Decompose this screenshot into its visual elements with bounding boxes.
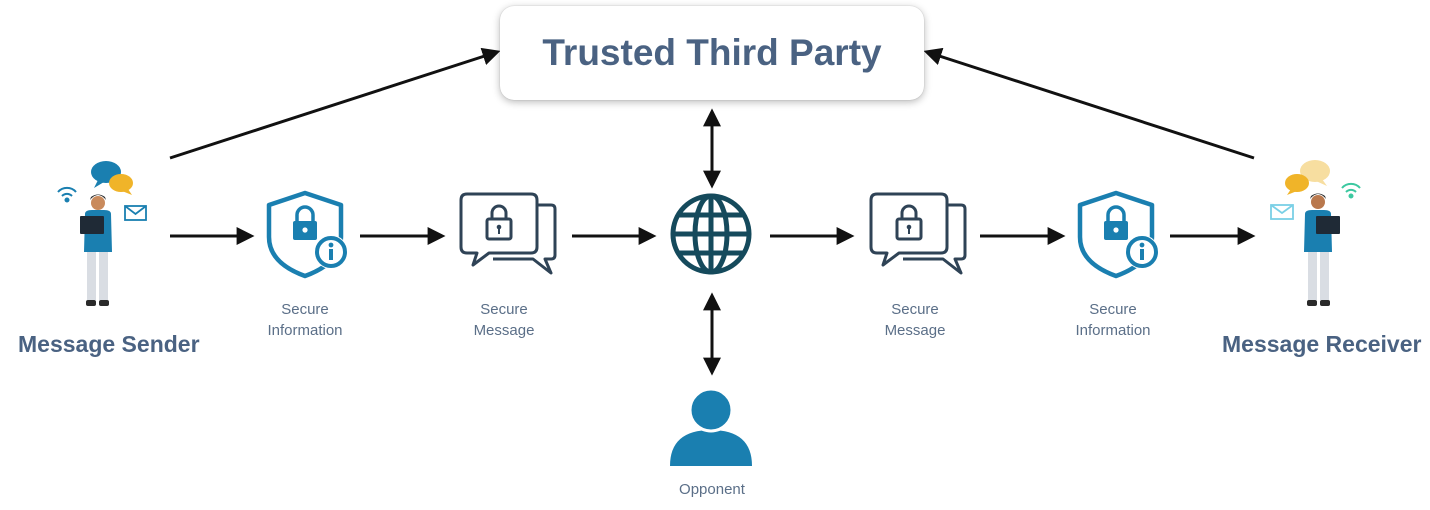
- arrow-receiver-to-ttp: [923, 47, 1255, 160]
- secure-information-label: Secure Information: [267, 301, 343, 339]
- secure-message-label: Secure Message: [473, 301, 535, 339]
- arrow-sender-to-ttp: [169, 47, 501, 160]
- shield-lock-info-icon: [1077, 190, 1159, 279]
- user-icon: [670, 387, 752, 466]
- person-laptop-icon: [1270, 160, 1361, 306]
- message-sender-label: Message Sender: [18, 331, 200, 357]
- chat-lock-icon: [459, 192, 557, 275]
- shield-lock-info-icon: [266, 190, 348, 279]
- opponent-label: Opponent: [679, 481, 745, 498]
- speech-bubbles-icon: [1285, 160, 1330, 195]
- message-receiver-label: Message Receiver: [1222, 331, 1422, 357]
- wifi-icon: [57, 186, 77, 203]
- secure-message-label: Secure Message: [884, 301, 946, 339]
- wifi-icon: [1341, 182, 1361, 199]
- globe-icon: [670, 193, 752, 275]
- secure-information-label: Secure Information: [1075, 301, 1151, 339]
- speech-bubbles-icon: [91, 161, 133, 195]
- trusted-third-party-title: Trusted Third Party: [542, 32, 882, 73]
- mail-icon: [124, 205, 147, 221]
- person-laptop-icon: [57, 161, 147, 306]
- trusted-third-party-box: Trusted Third Party: [500, 6, 924, 100]
- chat-lock-icon: [869, 192, 967, 275]
- mail-icon: [1270, 204, 1294, 220]
